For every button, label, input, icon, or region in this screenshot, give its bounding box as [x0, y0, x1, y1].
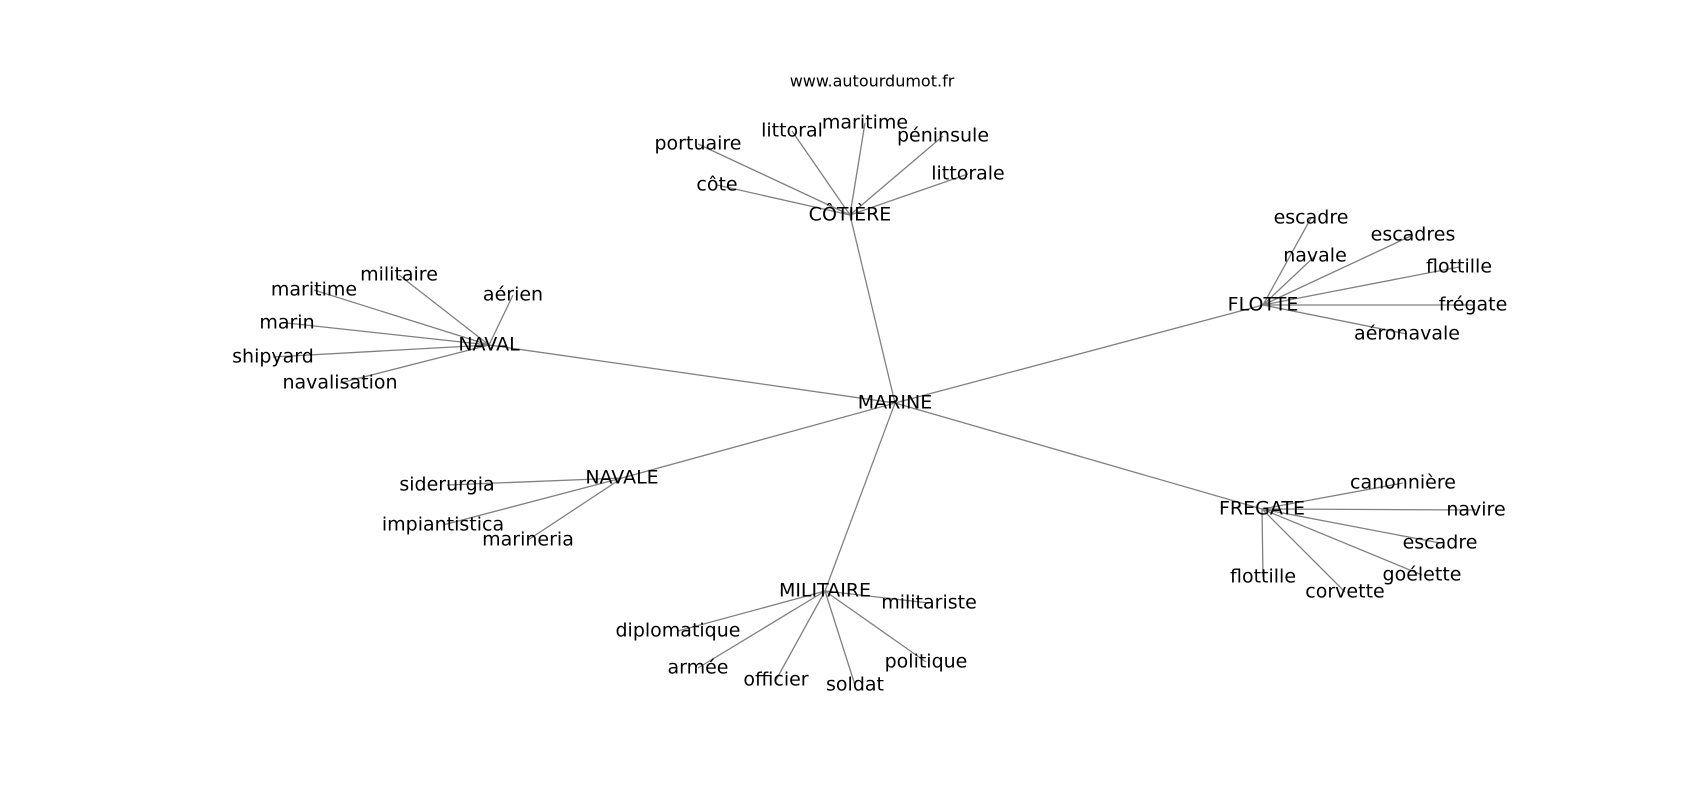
word-node-cotiere-portuaire: portuaire: [655, 133, 742, 155]
hub-node-cotiere: CÔTIÈRE: [809, 202, 892, 226]
edge-militaire-officier: [775, 590, 826, 681]
edge-fregate-navire: [1261, 508, 1477, 511]
word-node-fregate-goelette: goélette: [1383, 564, 1462, 586]
hub-node-naval: NAVAL: [458, 334, 520, 356]
source-watermark: www.autourdumot.fr: [790, 72, 955, 91]
edge-cotiere-portuaire: [697, 143, 851, 216]
root-node-label: MARINE: [858, 392, 932, 414]
word-node-cotiere-littoral: littoral: [761, 120, 823, 142]
word-node-flotte-navale: navale: [1283, 245, 1347, 267]
word-node-naval-marin: marin: [259, 312, 314, 334]
word-node-cotiere-littorale: littorale: [931, 163, 1005, 185]
word-node-fregate-flottille: flottille: [1230, 566, 1296, 588]
word-node-naval-navalisation: navalisation: [282, 372, 397, 394]
edge-cotiere-peninsule: [849, 135, 944, 216]
edge-naval-navalisation: [339, 344, 490, 384]
edge-root-navale: [621, 402, 896, 479]
word-node-flotte-escadre: escadre: [1274, 207, 1349, 229]
word-node-naval-maritime: maritime: [271, 279, 357, 301]
edge-militaire-militariste: [824, 590, 930, 604]
word-node-cotiere-cote: côte: [696, 174, 737, 196]
hub-node-navale: NAVALE: [585, 467, 658, 489]
edge-navale-marineria: [527, 477, 623, 541]
edge-naval-shipyard: [272, 344, 490, 358]
edge-naval-marin: [286, 322, 490, 346]
edge-fregate-canonniere: [1261, 482, 1404, 510]
word-node-cotiere-maritime: maritime: [822, 112, 908, 134]
word-node-flotte-fregate: frégate: [1439, 294, 1508, 316]
edge-fregate-escadre: [1261, 508, 1441, 544]
edge-naval-maritime: [313, 289, 490, 346]
word-node-militaire-officier: officier: [743, 669, 808, 691]
word-node-navale-siderurgia: siderurgia: [399, 474, 494, 496]
word-node-militaire-diplomatique: diplomatique: [616, 620, 741, 642]
edge-cotiere-littorale: [849, 173, 969, 216]
word-node-naval-aerien: aérien: [483, 284, 543, 306]
hub-node-fregate: FREGATE: [1219, 498, 1305, 520]
word-node-naval-shipyard: shipyard: [232, 346, 314, 368]
edge-fregate-corvette: [1261, 508, 1346, 593]
word-node-cotiere-peninsule: péninsule: [897, 125, 989, 147]
edges-layer: [272, 122, 1477, 686]
word-node-militaire-militariste: militariste: [881, 592, 977, 614]
edge-cotiere-maritime: [849, 122, 866, 216]
word-node-flotte-escadres: escadres: [1371, 224, 1456, 246]
edge-militaire-diplomatique: [677, 590, 826, 632]
edge-flotte-escadre: [1262, 217, 1312, 306]
edge-naval-aerien: [488, 294, 514, 346]
hub-node-flotte: FLOTTE: [1228, 294, 1299, 316]
word-node-militaire-soldat: soldat: [826, 674, 884, 696]
word-node-militaire-armee: armée: [667, 657, 728, 679]
word-node-fregate-escadre: escadre: [1403, 532, 1478, 554]
word-node-fregate-corvette: corvette: [1305, 581, 1384, 603]
edge-fregate-flottille: [1261, 508, 1264, 578]
word-node-fregate-navire: navire: [1446, 499, 1505, 521]
edge-naval-militaire: [398, 274, 490, 346]
edge-militaire-soldat: [824, 590, 856, 686]
edge-navale-siderurgia: [446, 477, 623, 486]
edge-militaire-politique: [824, 590, 927, 663]
word-node-flotte-flottille: flottille: [1426, 256, 1492, 278]
edge-militaire-armee: [697, 590, 826, 669]
edge-navale-impiantistica: [442, 477, 623, 526]
edge-root-militaire: [824, 402, 896, 592]
word-node-naval-militaire: militaire: [360, 264, 438, 286]
edge-flotte-escadres: [1262, 234, 1414, 306]
word-node-flotte-aeronavale: aéronavale: [1354, 323, 1460, 345]
edge-root-naval: [488, 344, 896, 404]
word-node-navale-impiantistica: impiantistica: [382, 514, 504, 536]
word-node-fregate-canonniere: canonnière: [1350, 472, 1456, 494]
edge-root-fregate: [894, 402, 1263, 510]
edge-root-cotiere: [849, 214, 896, 404]
word-node-militaire-politique: politique: [885, 651, 968, 673]
edge-cotiere-cote: [716, 184, 851, 216]
hub-node-militaire: MILITAIRE: [779, 580, 871, 602]
edge-cotiere-littoral: [791, 130, 851, 216]
edge-flotte-aeronavale: [1262, 304, 1408, 335]
edge-root-flotte: [894, 304, 1264, 404]
edge-fregate-goelette: [1261, 508, 1423, 576]
word-node-navale-marineria: marineria: [482, 529, 574, 551]
edge-flotte-flottille: [1262, 266, 1460, 306]
edge-flotte-navale: [1262, 255, 1316, 306]
